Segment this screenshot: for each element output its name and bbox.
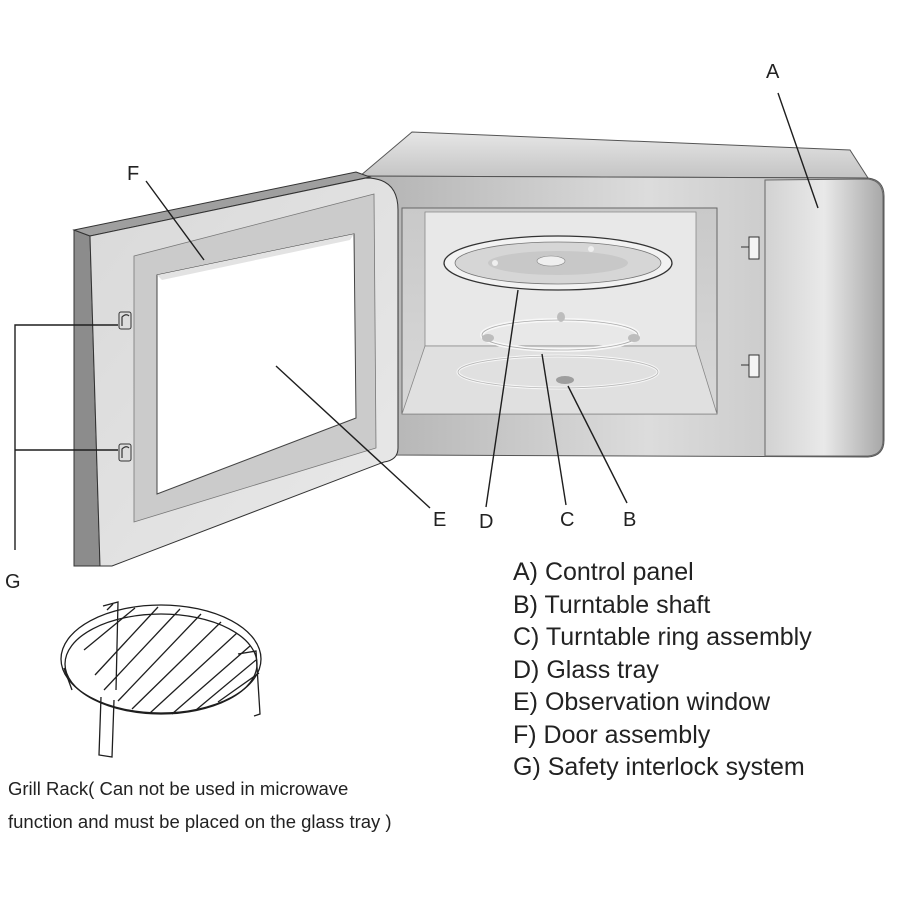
turntable-shaft <box>556 376 574 384</box>
grill-rack <box>60 601 262 758</box>
callout-g: G <box>5 571 21 593</box>
callout-f: F <box>127 163 140 185</box>
callout-d: D <box>479 511 494 533</box>
door-latch-upper <box>118 311 132 330</box>
legend-item-glass-tray: D) Glass tray <box>513 655 659 684</box>
door-latch-lower <box>118 443 132 462</box>
callout-b: B <box>623 509 637 531</box>
latch-receptacle-upper <box>741 236 760 260</box>
body-top-surface <box>358 131 869 179</box>
control-panel <box>764 178 884 457</box>
caption-line-2: function and must be placed on the glass… <box>8 811 392 832</box>
door-top-edge <box>72 171 372 237</box>
legend-item-door-assembly: F) Door assembly <box>513 720 711 749</box>
legend-item-turntable-ring: C) Turntable ring assembly <box>513 623 812 651</box>
latch-receptacle-lower <box>741 354 760 378</box>
oven-cavity <box>401 207 760 415</box>
caption-line-1: Grill Rack( Can not be used in microwave <box>8 778 349 799</box>
turntable-ring <box>480 312 640 352</box>
door <box>72 171 399 567</box>
legend-item-turntable-shaft: B) Turntable shaft <box>513 590 711 619</box>
grill-rack-caption: Grill Rack( Can not be used in microwave… <box>8 772 528 838</box>
legend-item-observation-window: E) Observation window <box>513 688 771 716</box>
legend-item-control-panel: A) Control panel <box>513 558 694 586</box>
parts-legend: A) Control panel B) Turntable shaft C) T… <box>513 556 812 784</box>
callout-e: E <box>433 509 447 531</box>
callout-c: C <box>560 509 575 531</box>
legend-item-safety-interlock: G) Safety interlock system <box>513 753 805 781</box>
glass-tray <box>443 235 673 291</box>
leader-lines <box>14 92 819 550</box>
callout-a: A <box>766 61 780 83</box>
